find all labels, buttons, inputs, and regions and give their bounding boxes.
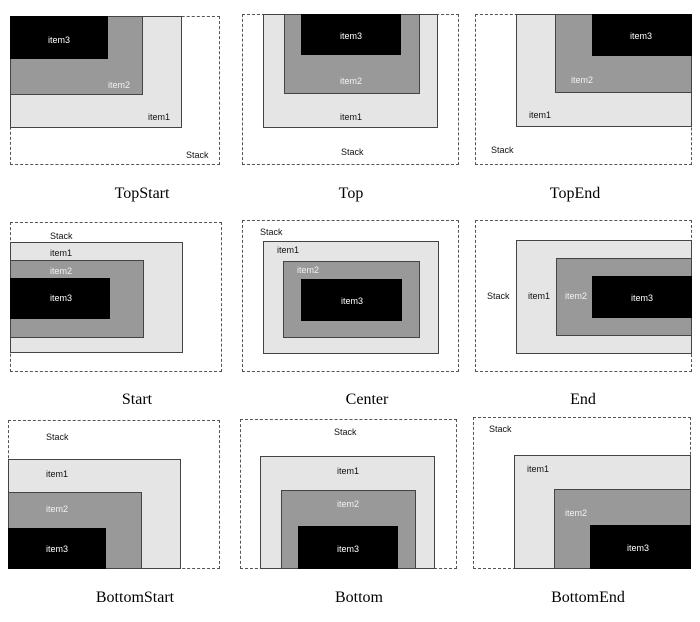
caption-top: Top (338, 185, 364, 202)
item3-label: item3 (337, 544, 360, 554)
item1-label: item1 (337, 466, 360, 476)
item1-label: item1 (528, 291, 551, 301)
item1-label: item1 (46, 469, 69, 479)
stack-label: Stack (334, 427, 357, 437)
item1-label: item1 (529, 110, 552, 120)
stack-label: Stack (489, 424, 512, 434)
caption-start: Start (121, 391, 153, 408)
caption-center: Center (345, 391, 389, 408)
stack-label: Stack (491, 145, 514, 155)
item3-box (301, 14, 401, 55)
caption-top-end: TopEnd (549, 185, 601, 202)
caption-end: End (570, 391, 596, 408)
item1-label: item1 (340, 112, 363, 122)
item2-label: item2 (571, 75, 594, 85)
stack-label: Stack (186, 150, 209, 160)
item3-label: item3 (630, 31, 653, 41)
item3-box (590, 525, 691, 569)
item2-label: item2 (108, 80, 131, 90)
item2-label: item2 (46, 504, 69, 514)
item2-label: item2 (297, 265, 320, 275)
item3-box (10, 16, 108, 59)
caption-top-start: TopStart (114, 185, 170, 202)
item2-label: item2 (565, 291, 588, 301)
item2-label: item2 (565, 508, 588, 518)
item3-label: item3 (627, 543, 650, 553)
item3-label: item3 (50, 293, 73, 303)
stack-container (242, 220, 459, 372)
caption-bottom-end: BottomEnd (551, 589, 625, 606)
item3-box (298, 526, 398, 569)
item1-label: item1 (277, 245, 300, 255)
caption-bottom: Bottom (334, 589, 383, 606)
item1-label: item1 (527, 464, 550, 474)
stack-label: Stack (260, 227, 283, 237)
item1-label: item1 (148, 112, 171, 122)
item3-box (10, 278, 110, 319)
stack-label: Stack (487, 291, 510, 301)
item3-label: item3 (631, 293, 654, 303)
item3-label: item3 (340, 31, 363, 41)
caption-bottom-start: BottomStart (95, 589, 175, 606)
item2-label: item2 (340, 76, 363, 86)
item3-box (8, 528, 106, 569)
stack-label: Stack (46, 432, 69, 442)
item3-box (301, 279, 402, 321)
item1-label: item1 (50, 248, 73, 258)
stack-label: Stack (341, 147, 364, 157)
item3-label: item3 (341, 296, 364, 306)
item2-label: item2 (337, 499, 360, 509)
item3-label: item3 (46, 544, 69, 554)
item2-label: item2 (50, 266, 73, 276)
stack-label: Stack (50, 231, 73, 241)
item3-label: item3 (48, 35, 71, 45)
item3-box (592, 14, 692, 56)
item3-box (592, 276, 692, 318)
